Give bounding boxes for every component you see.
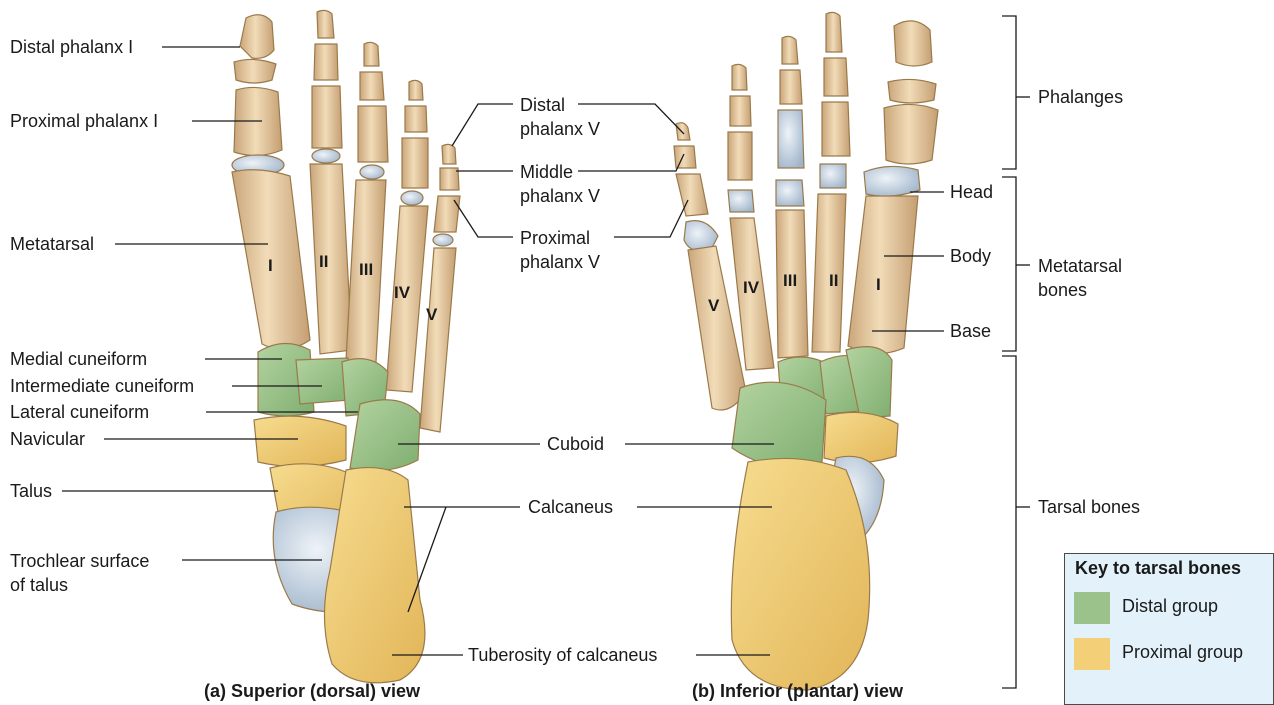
label-trochlear-surface: Trochlear surface of talus	[10, 549, 149, 597]
label-base: Base	[950, 320, 991, 342]
numeral-plantar-1: I	[876, 275, 881, 295]
label-medial-cuneiform: Medial cuneiform	[10, 348, 147, 370]
label-tarsal-bones: Tarsal bones	[1038, 496, 1140, 518]
key-label-proximal: Proximal group	[1122, 642, 1243, 663]
numeral-plantar-3: III	[783, 271, 797, 291]
label-lateral-cuneiform: Lateral cuneiform	[10, 401, 149, 423]
label-metatarsal: Metatarsal	[10, 233, 94, 255]
numeral-dorsal-2: II	[319, 252, 328, 272]
numeral-plantar-4: IV	[743, 278, 759, 298]
label-body: Body	[950, 245, 991, 267]
key-swatch-distal	[1074, 592, 1110, 624]
numeral-dorsal-3: III	[359, 260, 373, 280]
numeral-plantar-5: V	[708, 296, 719, 316]
key-title: Key to tarsal bones	[1075, 558, 1241, 579]
label-proximal-phalanx-v: Proximal phalanx V	[520, 226, 600, 274]
plantar-foot	[674, 12, 938, 690]
label-calcaneus: Calcaneus	[528, 496, 613, 518]
key-swatch-proximal	[1074, 638, 1110, 670]
label-tuberosity-of-calcaneus: Tuberosity of calcaneus	[468, 644, 657, 666]
label-head: Head	[950, 181, 993, 203]
numeral-dorsal-4: IV	[394, 283, 410, 303]
label-intermediate-cuneiform: Intermediate cuneiform	[10, 375, 194, 397]
caption-inferior-view: (b) Inferior (plantar) view	[692, 681, 903, 702]
numeral-dorsal-5: V	[426, 305, 437, 325]
label-proximal-phalanx-i: Proximal phalanx I	[10, 110, 158, 132]
dorsal-foot	[232, 10, 460, 682]
label-phalanges: Phalanges	[1038, 86, 1123, 108]
numeral-dorsal-1: I	[268, 256, 273, 276]
label-metatarsal-bones: Metatarsal bones	[1038, 254, 1122, 302]
key-legend: Key to tarsal bones Distal group Proxima…	[1064, 553, 1274, 705]
key-label-distal: Distal group	[1122, 596, 1218, 617]
label-cuboid: Cuboid	[547, 433, 604, 455]
label-middle-phalanx-v: Middle phalanx V	[520, 160, 600, 208]
numeral-plantar-2: II	[829, 271, 838, 291]
caption-superior-view: (a) Superior (dorsal) view	[204, 681, 420, 702]
label-talus: Talus	[10, 480, 52, 502]
label-distal-phalanx-v: Distal phalanx V	[520, 93, 600, 141]
label-distal-phalanx-i: Distal phalanx I	[10, 36, 133, 58]
label-navicular: Navicular	[10, 428, 85, 450]
